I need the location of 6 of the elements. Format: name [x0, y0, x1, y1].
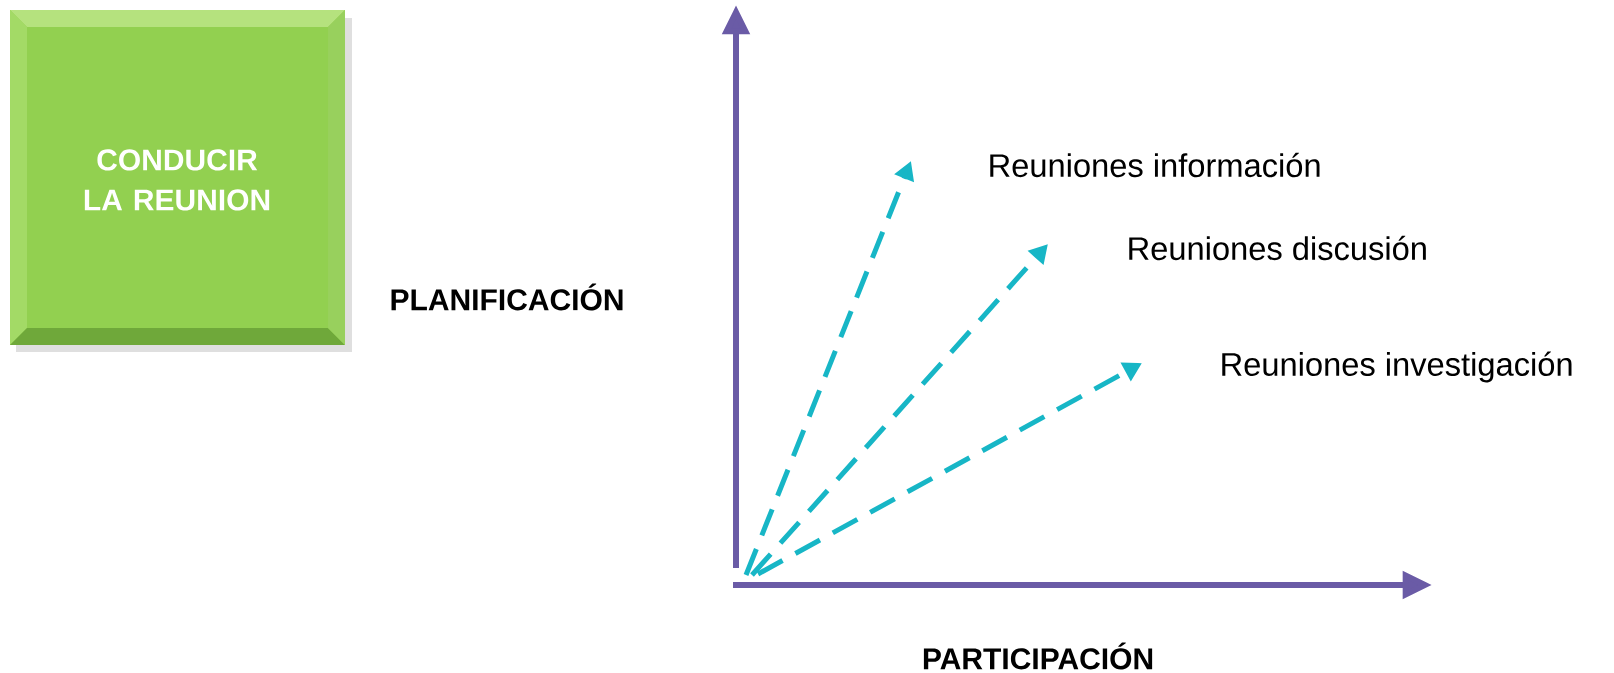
arrow-label: Reuniones información [990, 152, 1320, 178]
axis-label: PLANIFICACIÓN [391, 283, 623, 311]
axis-label: PARTICIPACIÓN [923, 642, 1153, 670]
bevel-box: CONDUCIR LA REUNION [10, 10, 352, 352]
arrow-label: Reuniones investigación [1222, 351, 1572, 383]
arrow-label: Reuniones discusión [1129, 235, 1426, 261]
